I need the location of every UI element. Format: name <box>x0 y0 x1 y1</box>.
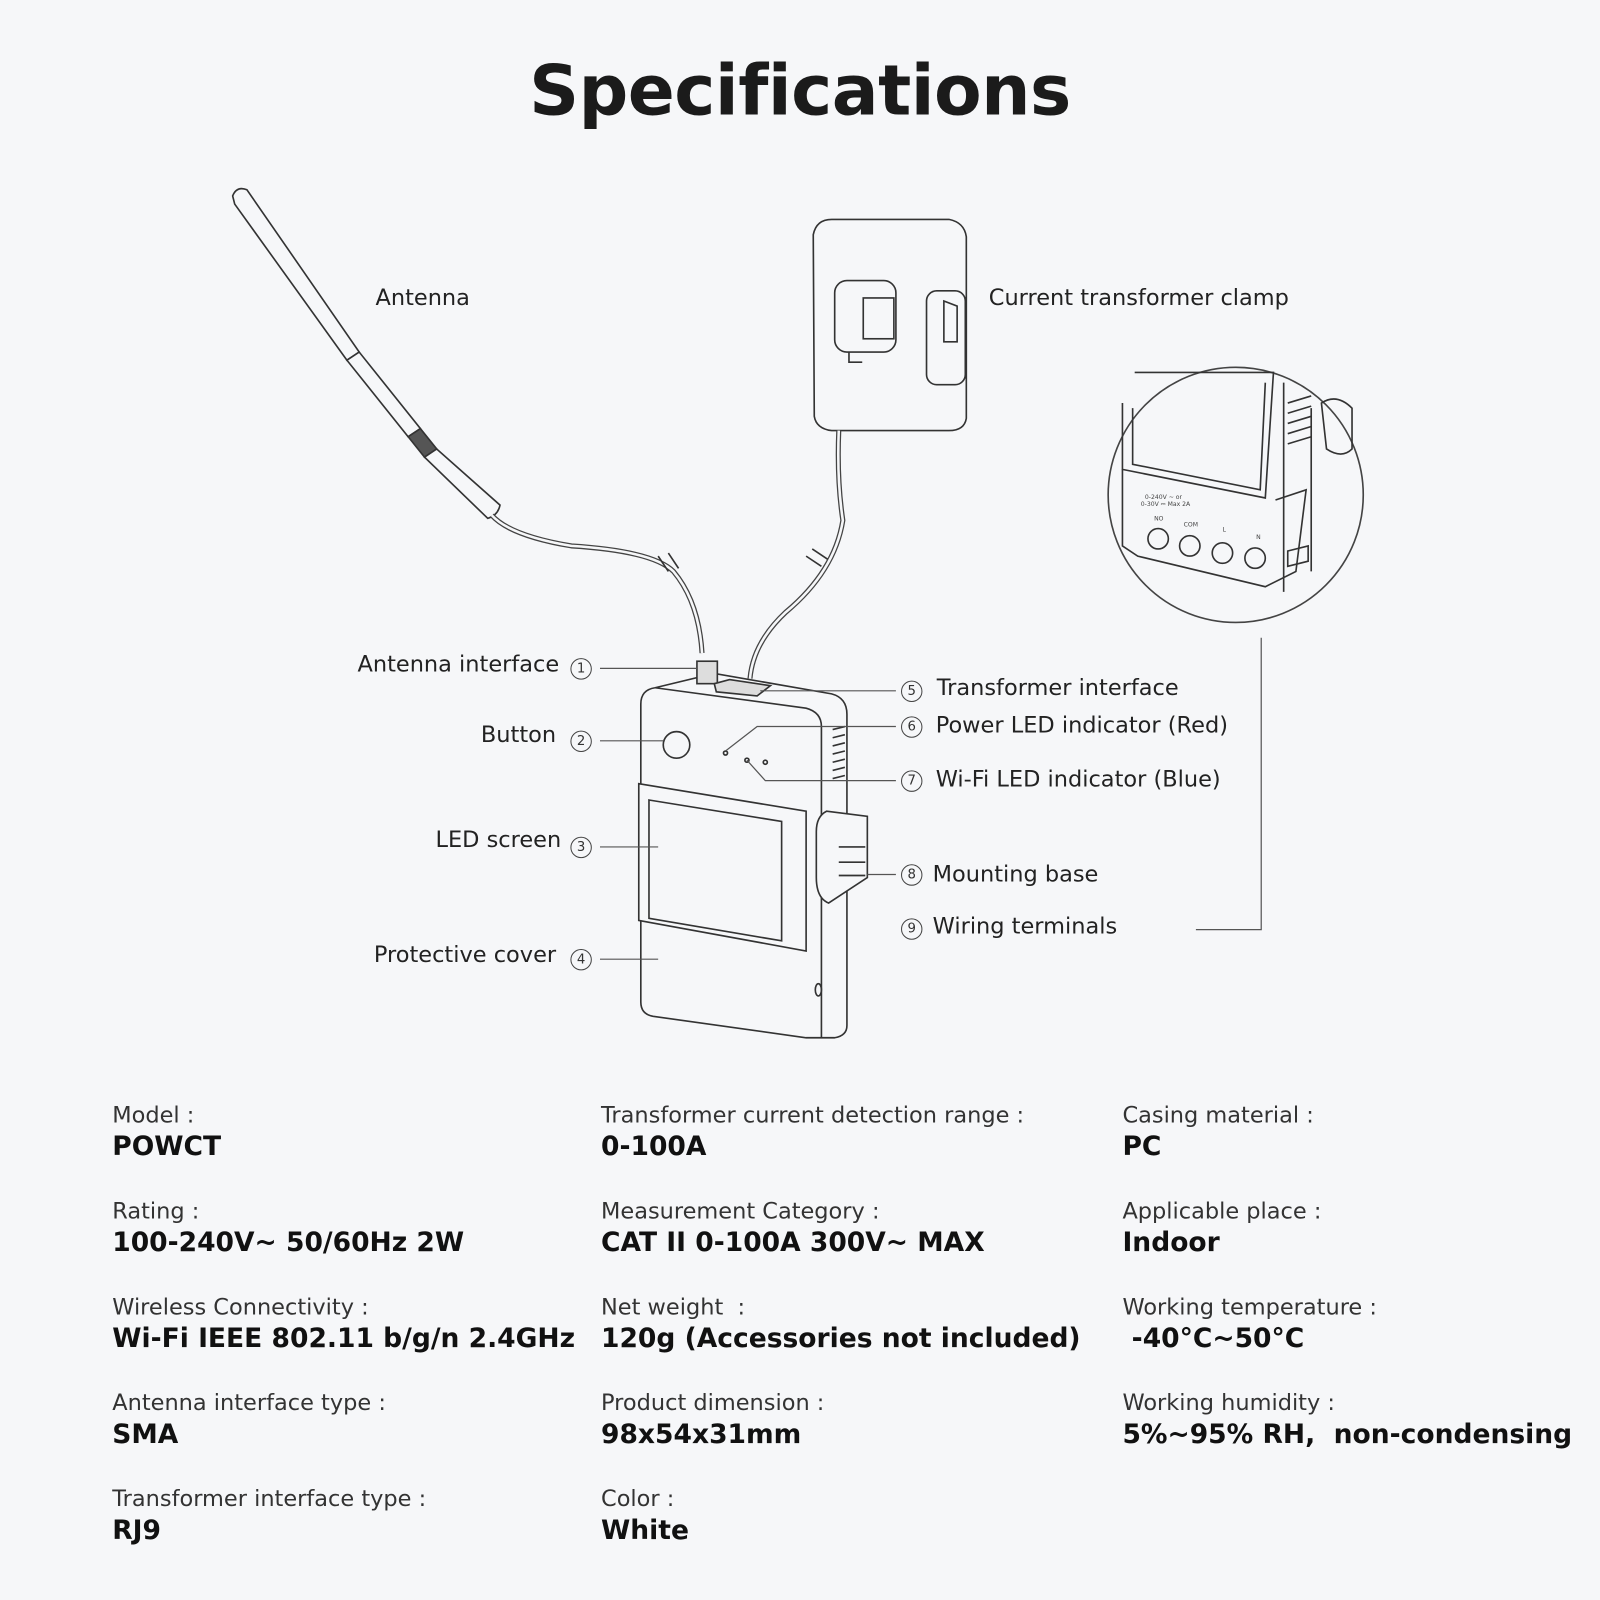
spec-value: Indoor <box>1122 1227 1220 1259</box>
spec-label: Antenna interface type : <box>112 1390 386 1417</box>
spec-label: Transformer interface type : <box>112 1486 427 1513</box>
spec-value: 120g (Accessories not included) <box>601 1323 1081 1355</box>
leader-lines <box>599 637 1262 960</box>
spec-label: Color : <box>601 1486 675 1513</box>
spec-value: SMA <box>112 1419 179 1450</box>
spec-label: Model : <box>112 1103 195 1129</box>
inset-rating-line-2: 0-30V ⎓ Max 2A <box>1141 501 1191 508</box>
spec-label: Net weight : <box>601 1294 746 1321</box>
spec-value: CAT II 0-100A 300V~ MAX <box>601 1227 985 1259</box>
callout-label-3: LED screen <box>435 827 562 854</box>
callout-label-2: Button <box>480 722 557 748</box>
callout-label-4: Protective cover <box>373 942 557 969</box>
spec-value: 98x54x31mm <box>601 1419 802 1450</box>
spec-label: Working humidity : <box>1122 1390 1335 1417</box>
callout-number-6: 6 <box>901 716 923 738</box>
inset-rating-line-1: 0-240V ~ or <box>1145 494 1183 501</box>
spec-value: PC <box>1122 1131 1162 1163</box>
spec-label: Casing material : <box>1122 1103 1314 1129</box>
spec-transformer-interface: Transformer interface type :RJ9 <box>112 1486 426 1547</box>
callout-number-7: 7 <box>901 770 923 792</box>
callout-label-8: Mounting base <box>932 862 1099 888</box>
terminal-com: COM <box>1184 522 1198 529</box>
wiring-terminals-inset <box>1107 366 1365 624</box>
spec-value: -40°C~50°C <box>1122 1323 1305 1355</box>
spec-value: POWCT <box>112 1131 222 1163</box>
spec-value: 5%~95% RH, non-condensing <box>1122 1419 1573 1450</box>
inset-labels: 0-240V ~ or 0-30V ⎓ Max 2A NO COM L N <box>1141 494 1261 541</box>
callout-label-7: Wi-Fi LED indicator (Blue) <box>935 767 1221 793</box>
spec-label: Transformer current detection range : <box>601 1103 1025 1129</box>
callout-number-4: 4 <box>570 948 592 971</box>
callout-label-6: Power LED indicator (Red) <box>935 713 1228 739</box>
clamp-label: Current transformer clamp <box>988 285 1289 312</box>
callout-number-1: 1 <box>570 658 592 680</box>
spec-label: Product dimension : <box>601 1390 825 1417</box>
terminal-no: NO <box>1154 515 1164 522</box>
spec-label: Applicable place : <box>1122 1198 1322 1225</box>
spec-value: 0-100A <box>601 1131 707 1163</box>
spec-detection-range: Transformer current detection range :0-1… <box>601 1102 1024 1163</box>
spec-value: White <box>601 1515 689 1546</box>
page-title: Specifications <box>529 51 1071 132</box>
spec-dimension: Product dimension :98x54x31mm <box>601 1390 824 1451</box>
antenna-label: Antenna <box>375 285 470 312</box>
spec-rating: Rating :100-240V~ 50/60Hz 2W <box>112 1198 464 1259</box>
callout-label-9: Wiring terminals <box>932 914 1118 940</box>
spec-color: Color :White <box>601 1486 689 1547</box>
spec-label: Rating : <box>112 1198 200 1225</box>
terminal-l: L <box>1222 527 1226 534</box>
device-body-illustration <box>637 660 869 1039</box>
spec-humidity: Working humidity :5%~95% RH, non-condens… <box>1122 1390 1572 1451</box>
callout-number-3: 3 <box>570 836 592 859</box>
callout-number-5: 5 <box>901 680 923 703</box>
callout-number-8: 8 <box>901 864 923 886</box>
callout-number-2: 2 <box>570 730 592 753</box>
spec-casing: Casing material :PC <box>1122 1102 1313 1163</box>
terminal-n: N <box>1256 534 1261 541</box>
callout-number-9: 9 <box>901 918 923 940</box>
spec-wireless: Wireless Connectivity :Wi-Fi IEEE 802.11… <box>112 1294 575 1355</box>
spec-applicable-place: Applicable place :Indoor <box>1122 1198 1321 1259</box>
antenna-illustration <box>231 187 705 654</box>
spec-value: 100-240V~ 50/60Hz 2W <box>112 1227 465 1259</box>
clamp-illustration <box>747 218 968 679</box>
spec-label: Measurement Category : <box>601 1198 880 1225</box>
callout-label-5: Transformer interface <box>936 675 1179 702</box>
spec-measurement-category: Measurement Category :CAT II 0-100A 300V… <box>601 1198 985 1259</box>
spec-model: Model :POWCT <box>112 1102 221 1163</box>
spec-label: Working temperature : <box>1122 1294 1377 1321</box>
spec-temperature: Working temperature : -40°C~50°C <box>1122 1294 1377 1355</box>
spec-value: Wi-Fi IEEE 802.11 b/g/n 2.4GHz <box>112 1323 576 1355</box>
spec-net-weight: Net weight :120g (Accessories not includ… <box>601 1294 1081 1355</box>
spec-antenna-interface: Antenna interface type :SMA <box>112 1390 386 1451</box>
spec-value: RJ9 <box>112 1515 162 1546</box>
callout-label-1: Antenna interface <box>357 652 560 678</box>
spec-label: Wireless Connectivity : <box>112 1294 369 1321</box>
